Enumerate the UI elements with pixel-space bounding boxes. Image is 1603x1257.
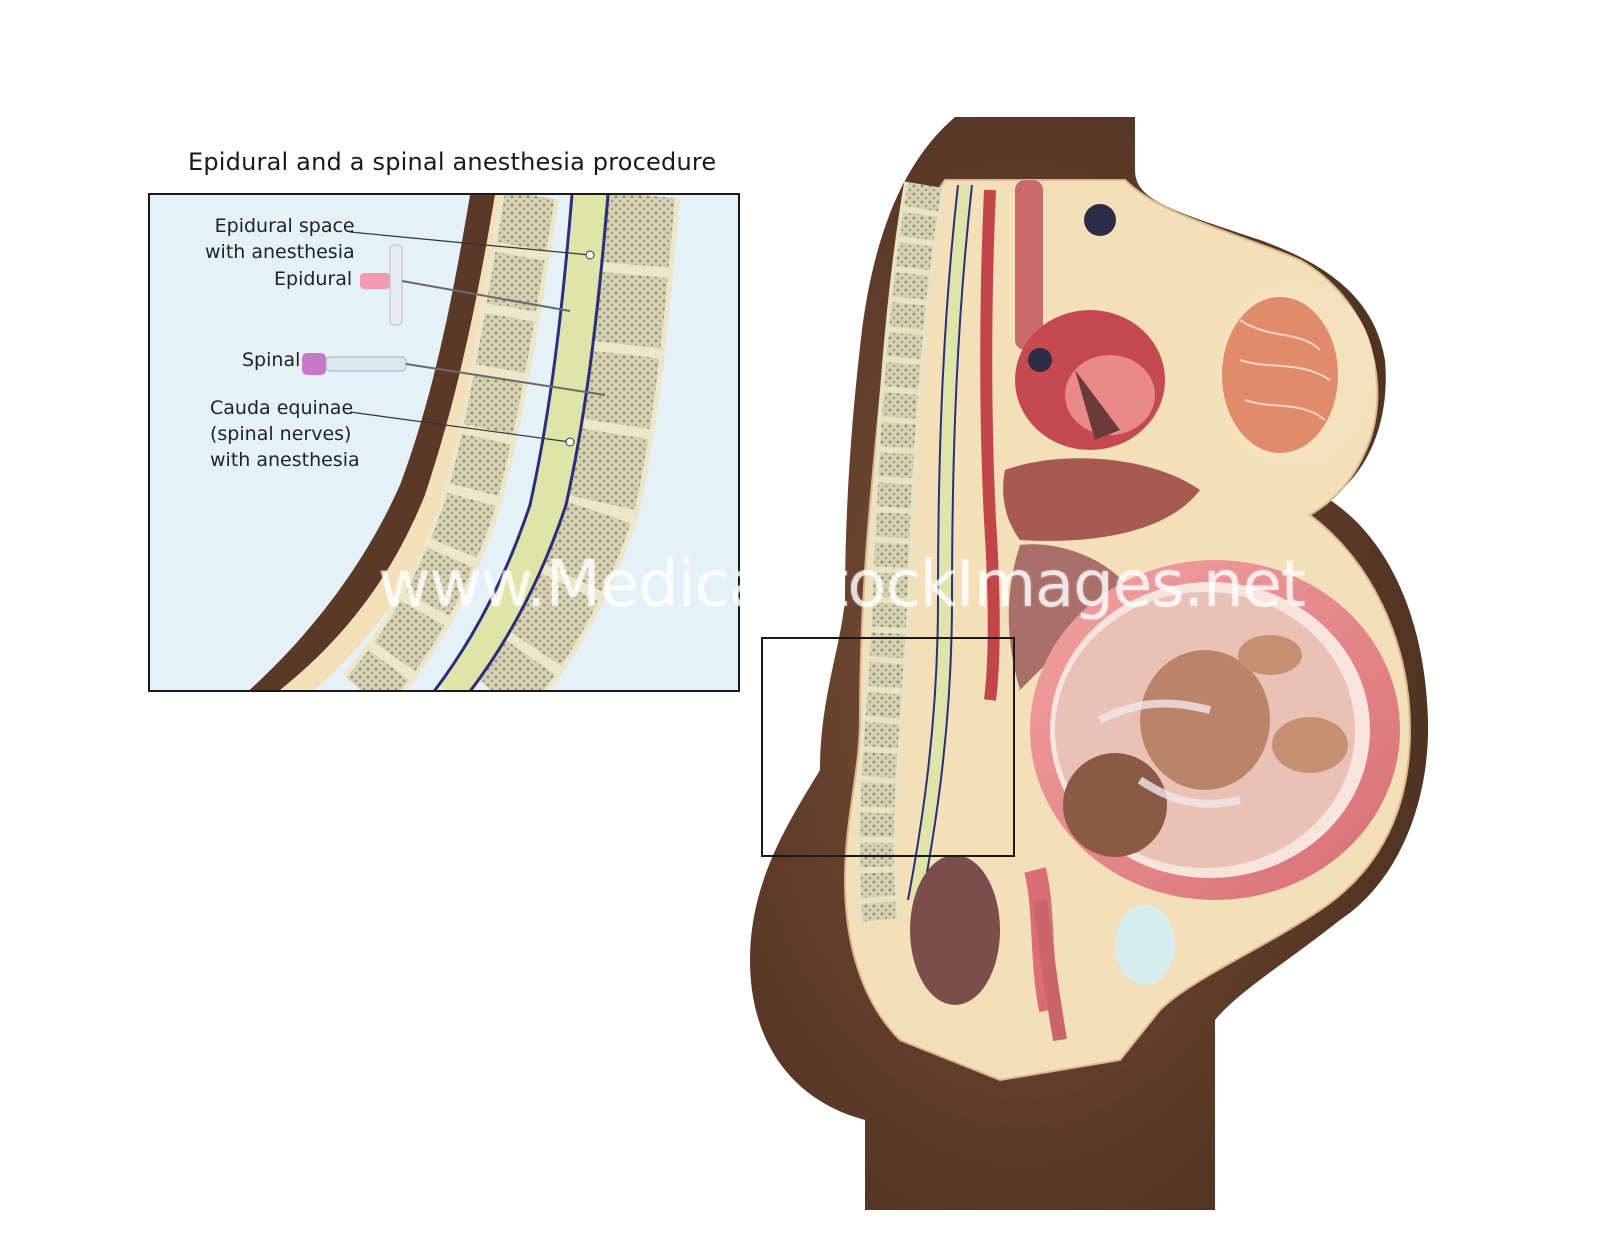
watermark: www.MedicalStockImages.net xyxy=(378,548,1306,622)
inset-illustration xyxy=(150,195,680,690)
diagram-title: Epidural and a spinal anesthesia procedu… xyxy=(188,148,717,176)
liver xyxy=(1003,458,1200,541)
zoom-region-box xyxy=(761,637,1015,857)
breast xyxy=(1215,280,1375,470)
inset-vertebrae xyxy=(342,195,680,690)
spine-column xyxy=(855,181,973,923)
heart xyxy=(1015,204,1165,450)
inset-spine-closeup: Epidural space with anesthesia Epidural … xyxy=(148,193,740,692)
vagina xyxy=(1033,899,1067,1042)
label-cauda-equinae: Cauda equinae (spinal nerves) with anest… xyxy=(210,397,360,471)
epidural-needle xyxy=(360,244,571,326)
intestines xyxy=(1008,544,1130,690)
fetus xyxy=(1063,635,1348,857)
aorta xyxy=(980,189,1000,701)
label-epidural: Epidural xyxy=(274,268,353,290)
bladder xyxy=(1115,905,1175,985)
inset-spinal-canal xyxy=(433,195,610,690)
trachea xyxy=(1015,180,1043,350)
spinal-needle xyxy=(302,353,606,396)
label-epidural-space: Epidural space with anesthesia xyxy=(205,215,355,263)
label-spinal: Spinal xyxy=(242,349,301,371)
rectum xyxy=(910,855,1000,1005)
inset-skin-layer xyxy=(249,195,495,690)
